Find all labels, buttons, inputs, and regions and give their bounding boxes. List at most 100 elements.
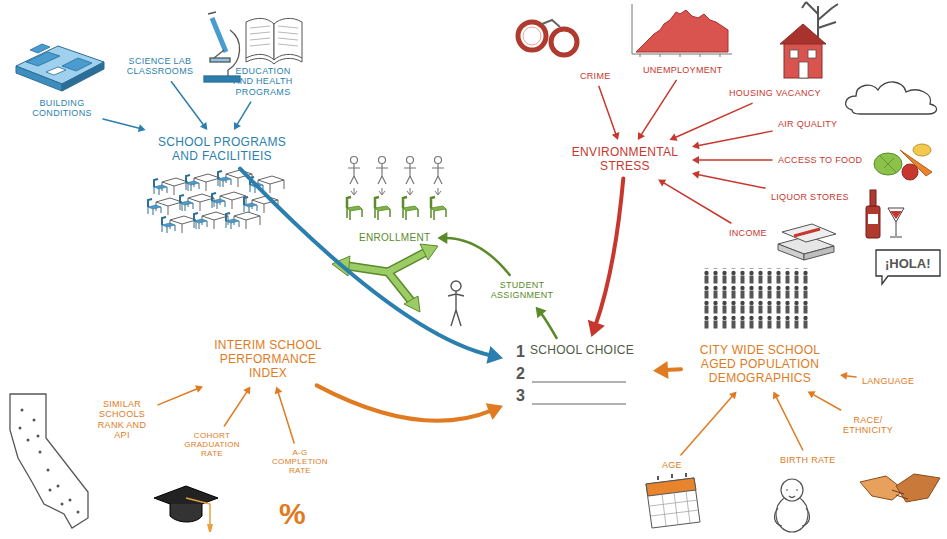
connector-line <box>224 391 247 426</box>
connector-line <box>641 80 676 135</box>
smog-cloud-icon <box>846 82 937 114</box>
connector-arrow <box>692 171 765 188</box>
connector-arrow <box>103 119 146 132</box>
node-text: BUILDING CONDITIONS <box>27 98 97 119</box>
arrow-head <box>195 385 203 392</box>
factor-label: LIQUOR STORES <box>769 191 851 203</box>
connector-arrow <box>275 386 294 443</box>
hub-label: ENROLLMENT <box>357 231 432 245</box>
connector-line <box>103 119 140 129</box>
connector-line <box>541 313 557 338</box>
hub-label: CITY WIDE SCHOOL AGED POPULATION DEMOGRA… <box>685 343 835 386</box>
node-text: A-G COMPLETION RATE <box>265 448 335 476</box>
node-text: COHORT GRADUATION RATE <box>177 431 247 459</box>
connector-arrow <box>670 103 752 140</box>
factor-label: CRIME <box>578 70 613 82</box>
connector-arrow <box>638 80 676 140</box>
arrow-head <box>840 372 847 380</box>
connector-line <box>675 103 752 137</box>
baby-icon <box>775 479 810 532</box>
connector-arrow <box>658 180 731 223</box>
food-icon <box>874 144 932 180</box>
arrow-head <box>243 386 250 394</box>
connector-arrow <box>692 131 772 149</box>
connector-line <box>681 396 733 455</box>
factor-label: LANGUAGE <box>860 375 916 387</box>
connector-line <box>697 131 772 146</box>
node-text: INCOME <box>729 228 767 238</box>
node-text: ENROLLMENT <box>359 232 430 244</box>
connector-arrow <box>599 86 620 140</box>
speech-text: ¡HOLA! <box>885 257 931 270</box>
student-figure-icon <box>448 281 464 326</box>
node-text: LANGUAGE <box>862 376 914 386</box>
arrow-head <box>692 156 699 164</box>
factor-label: SCIENCE LAB CLASSROOMS <box>119 55 201 78</box>
rank-number: 2 <box>516 366 525 382</box>
connector-arrow <box>536 307 557 338</box>
crowd-population-icon <box>700 268 812 330</box>
hub-label: SCHOOL PROGRAMS AND FACILITIEIS <box>148 135 296 165</box>
factor-label: BUILDING CONDITIONS <box>25 97 99 120</box>
arrow-head <box>200 122 207 130</box>
connector-line <box>599 86 616 134</box>
california-map-icon <box>10 394 88 528</box>
connector-line <box>317 385 492 420</box>
handshake-icon <box>860 474 940 502</box>
enrollment-chairs-icon <box>347 157 446 221</box>
liquor-bottles-icon <box>866 190 904 238</box>
connector-line <box>698 159 772 161</box>
factor-label: BIRTH RATE <box>778 454 838 466</box>
node-text: AGE <box>662 460 682 470</box>
node-text: CITY WIDE SCHOOL AGED POPULATION DEMOGRA… <box>687 344 833 385</box>
connector-line <box>846 376 856 377</box>
connector-arrow <box>692 156 772 164</box>
connector-arrow <box>840 372 856 380</box>
node-text: CRIME <box>580 71 611 81</box>
factor-label: EDUCATION AND HEALTH PROGRAMS <box>224 65 302 98</box>
node-text: EDUCATION AND HEALTH PROGRAMS <box>226 66 300 97</box>
node-text: ACCESS TO FOOD <box>778 155 862 165</box>
rank-number: 3 <box>516 388 525 404</box>
money-stack-icon <box>778 224 836 260</box>
rank-number: 1 <box>516 344 525 360</box>
node-text: ENVIRONMENTAL STRESS <box>565 146 685 174</box>
connector-arrow <box>808 391 841 410</box>
connector-arrow <box>773 391 803 450</box>
arrow-head <box>234 122 241 130</box>
handcuffs-icon <box>518 20 577 55</box>
node-text: SCHOOL CHOICE <box>530 344 646 358</box>
factor-label: COHORT GRADUATION RATE <box>175 430 249 460</box>
unemployment-chart-icon <box>632 4 732 57</box>
node-text: SIMILAR SCHOOLS RANK AND API <box>92 399 152 440</box>
factor-label: SIMILAR SCHOOLS RANK AND API <box>90 398 154 441</box>
classroom-desks <box>148 170 284 233</box>
connector-arrow <box>681 391 737 455</box>
school-building-icon <box>16 44 104 91</box>
book-icon <box>246 18 302 64</box>
arrow-head <box>612 132 620 140</box>
connector-arrow <box>158 385 203 405</box>
arrow-head <box>638 132 645 140</box>
choice-list-lines <box>532 382 626 404</box>
connector-line <box>237 102 251 125</box>
arrow-head <box>275 386 283 394</box>
arrow-head <box>658 180 666 187</box>
connector-arrow <box>437 232 509 275</box>
node-text: LIQUOR STORES <box>771 192 849 202</box>
hub-label: ENVIRONMENTAL STRESS <box>563 145 687 175</box>
microscope-icon <box>204 12 240 82</box>
factor-label: ACCESS TO FOOD <box>776 154 864 166</box>
node-text: BIRTH RATE <box>780 455 836 465</box>
node-text: SCIENCE LAB CLASSROOMS <box>121 56 199 77</box>
connector-arrow <box>317 385 503 420</box>
arrow-head <box>653 361 668 379</box>
connector-line <box>278 392 294 443</box>
connector-line <box>812 394 840 410</box>
connector-line <box>445 238 509 275</box>
node-text: HOUSING VACANCY <box>729 88 821 98</box>
calendar-icon <box>646 473 700 528</box>
connector-line <box>595 179 623 326</box>
percent-symbol: % <box>279 499 306 529</box>
